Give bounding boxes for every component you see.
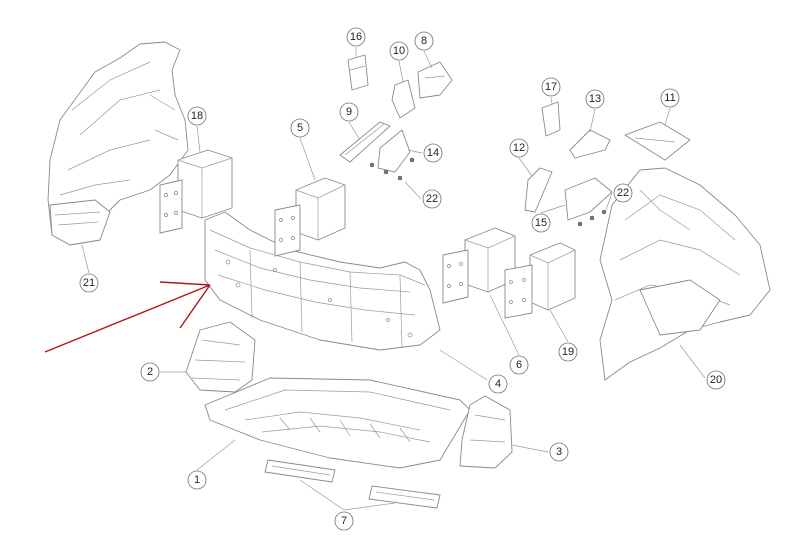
callout-c12: 12 (509, 138, 529, 158)
callout-circle (187, 470, 207, 490)
callout-c13: 13 (585, 89, 605, 109)
callout-number: 15 (535, 217, 547, 229)
part-2-corner-bracket (185, 321, 256, 393)
callout-number: 10 (393, 45, 405, 57)
callout-c9: 9 (339, 102, 359, 122)
callout-circle (509, 138, 529, 158)
callout-number: 11 (664, 92, 675, 104)
callout-c21: 21 (79, 273, 99, 293)
callout-c19: 19 (558, 342, 578, 362)
callout-number: 18 (191, 110, 203, 122)
part-9-rail (339, 121, 391, 163)
callout-number: 16 (350, 31, 362, 43)
callout-number: 9 (346, 106, 352, 118)
callout-c1: 1 (187, 470, 207, 490)
callout-number: 21 (83, 277, 95, 289)
callout-circle (334, 511, 354, 531)
callout-number: 8 (421, 35, 427, 47)
callout-circle (613, 183, 633, 203)
callout-c6: 6 (509, 355, 529, 375)
callout-circle (414, 31, 434, 51)
part-16-bracket (347, 54, 369, 91)
callout-number: 19 (562, 346, 574, 358)
callout-circle (706, 370, 726, 390)
callout-number: 13 (589, 93, 601, 105)
callout-number: 1 (194, 474, 200, 486)
part-19-crush-can (504, 242, 576, 319)
callout-number: 5 (297, 122, 303, 134)
callout-number: 3 (556, 446, 562, 458)
callout-c10: 10 (389, 41, 409, 61)
callout-c18: 18 (187, 106, 207, 126)
callout-c11: 11 (660, 88, 680, 108)
callout-circle (346, 27, 366, 47)
callout-c15: 15 (531, 213, 551, 233)
callout-circle (79, 273, 99, 293)
part-11-bracket (624, 121, 691, 161)
callout-circle (541, 77, 561, 97)
callout-circle (339, 102, 359, 122)
part-14-bracket (369, 129, 415, 181)
part-8-bracket (417, 61, 453, 99)
part-21-left-wheelhouse (47, 41, 189, 246)
callout-c2: 2 (140, 362, 160, 382)
callout-c20: 20 (706, 370, 726, 390)
callout-c14: 14 (423, 143, 443, 163)
callout-circle (531, 213, 551, 233)
part-12-bracket (524, 167, 553, 213)
part-10-bracket (391, 79, 416, 119)
callout-circle (422, 189, 442, 209)
callout-number: 4 (495, 378, 501, 390)
leader-lines (81, 47, 706, 511)
callout-circle (585, 89, 605, 109)
part-13-bracket (569, 129, 611, 159)
callout-c4: 4 (488, 374, 508, 394)
callout-c8: 8 (414, 31, 434, 51)
callout-circle (488, 374, 508, 394)
callout-number: 17 (545, 81, 557, 93)
part-17-bracket (541, 101, 561, 137)
callout-number: 6 (516, 359, 522, 371)
part-1-lower-panel (204, 377, 471, 469)
part-7-strips (264, 459, 441, 509)
callout-circle (187, 106, 207, 126)
part-20-right-wheelhouse (599, 167, 771, 381)
callout-c5: 5 (290, 118, 310, 138)
callout-number: 12 (513, 142, 525, 154)
part-6-crush-can (442, 227, 516, 304)
callout-number: 14 (427, 147, 439, 159)
callout-circle (549, 442, 569, 462)
callout-circle (660, 88, 680, 108)
red-pointer-arrow (44, 281, 211, 353)
callout-circle (290, 118, 310, 138)
callout-circle (389, 41, 409, 61)
part-15-bracket (564, 177, 613, 227)
callout-c7: 7 (334, 511, 354, 531)
callout-circle (558, 342, 578, 362)
callout-circle (509, 355, 529, 375)
callout-number: 20 (710, 374, 722, 386)
callout-c3: 3 (549, 442, 569, 462)
callout-c16: 16 (346, 27, 366, 47)
part-5-center-crush-can (274, 177, 346, 257)
callout-circle (140, 362, 160, 382)
callout-c17: 17 (541, 77, 561, 97)
part-18-left-crush-can (159, 149, 233, 234)
callout-number: 2 (147, 366, 153, 378)
callout-number: 22 (617, 187, 629, 199)
callout-c22a: 22 (422, 189, 442, 209)
callout-circle (423, 143, 443, 163)
callout-number: 7 (341, 515, 347, 527)
callout-c22b: 22 (613, 183, 633, 203)
part-3-corner-bracket (459, 395, 513, 469)
callout-number: 22 (426, 193, 438, 205)
